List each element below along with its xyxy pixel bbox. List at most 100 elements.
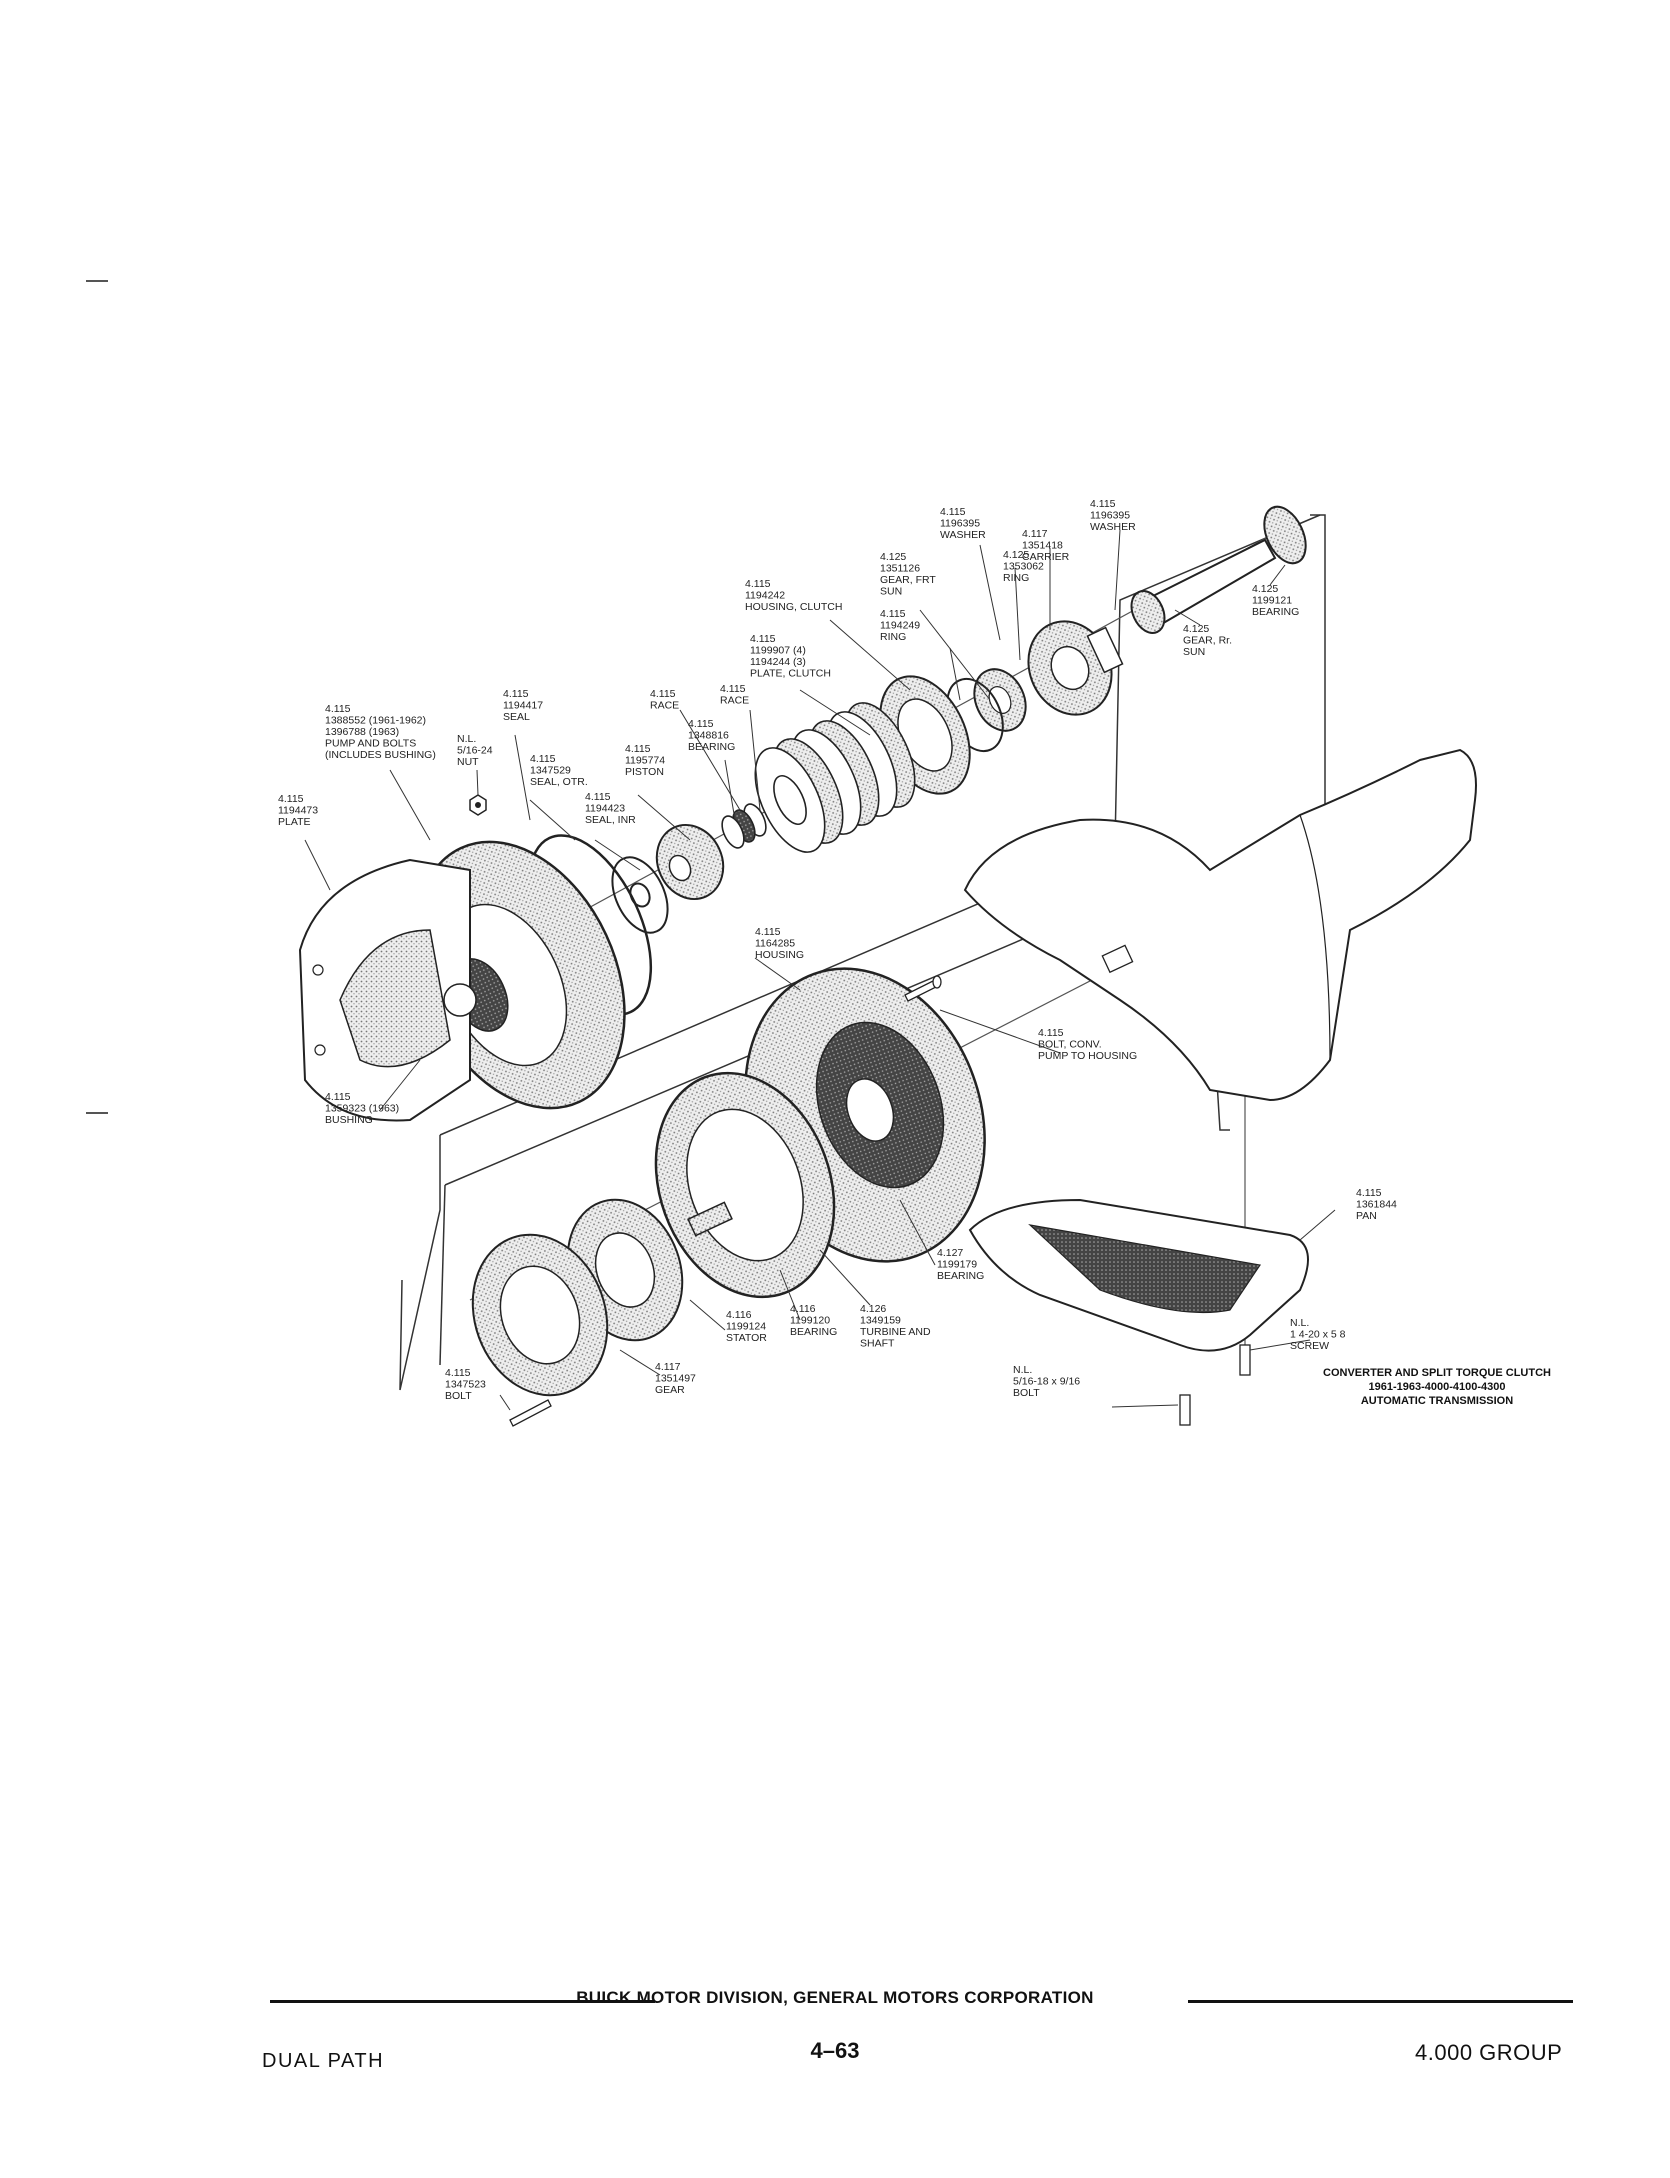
callout-line: SUN [880, 586, 902, 598]
callout-line: N.L. [457, 733, 476, 745]
callout-line: 1164285 [755, 938, 795, 950]
callout-line: SEAL [503, 711, 530, 723]
callout-line: 4.117 [655, 1361, 681, 1373]
footer-section-name: DUAL PATH [262, 2050, 385, 2072]
callout-line: PLATE, CLUTCH [750, 668, 831, 680]
scan-mark [86, 280, 108, 282]
callout-line: SCREW [1290, 1340, 1329, 1352]
callout-line: 1194423 [585, 803, 625, 815]
callout-line: 4.115 [1356, 1187, 1382, 1199]
nut [469, 794, 487, 816]
callout-line: SHAFT [860, 1338, 895, 1350]
footer-corporation: BUICK MOTOR DIVISION, GENERAL MOTORS COR… [576, 1988, 1094, 2007]
gear [471, 1233, 609, 1397]
callout-line: 1199179 [937, 1259, 977, 1271]
callout-line: 1351126 [880, 563, 920, 575]
callout-line: 4.125 [1183, 623, 1209, 635]
callout-line: 1347529 [530, 765, 571, 777]
footer-rule-right [1188, 2000, 1573, 2003]
callout-line: 4.127 [937, 1247, 963, 1259]
pan [968, 1198, 1309, 1352]
callout-line: GEAR, Rr. [1183, 635, 1232, 647]
callout-line: WASHER [940, 529, 986, 541]
pump-plate [298, 858, 477, 1122]
callout-line: BOLT [445, 1390, 472, 1402]
footer-page-number: 4–63 [810, 2038, 860, 2063]
callout-line: 4.115 [880, 608, 906, 620]
callout-line: HOUSING [755, 949, 804, 961]
callout-line: 4.115 [1090, 498, 1116, 510]
bolt-conv [904, 975, 942, 1002]
caption-line-1: CONVERTER AND SPLIT TORQUE CLUTCH [1323, 1367, 1551, 1379]
callout-line: 1199121 [1252, 595, 1292, 607]
callout-line: 1348816 [688, 730, 729, 742]
input-shaft [1130, 505, 1307, 634]
callout-line: 5/16-24 [457, 745, 493, 757]
callout-line: 4.116 [726, 1309, 752, 1321]
leader-lines [304, 529, 1336, 1411]
callout-line: SEAL, OTR. [530, 776, 588, 788]
callout-line: 1 4-20 x 5 8 [1290, 1329, 1346, 1341]
races-and-bearing [721, 803, 767, 849]
carrier [1027, 620, 1124, 716]
callout-line: 1347523 [445, 1379, 486, 1391]
footer-group: 4.000 GROUP [1415, 2040, 1563, 2065]
callout-line: 4.115 [530, 753, 556, 765]
callout-line: 4.125 [1252, 583, 1278, 595]
diagram-caption: CONVERTER AND SPLIT TORQUE CLUTCH 1961-1… [1323, 1367, 1551, 1407]
callout-line: 1353062 [1003, 561, 1044, 573]
callout-line: 1349159 [860, 1315, 901, 1327]
callout-line: 1194249 [880, 620, 920, 632]
callout-line: PUMP TO HOUSING [1038, 1050, 1137, 1062]
callout-line: 1194244 (3) [750, 656, 806, 668]
callout-line: 4.115 [720, 683, 746, 695]
callout-line: HOUSING, CLUTCH [745, 601, 842, 613]
callout-line: 4.115 [940, 506, 966, 518]
callout-line: 1359323 (1963) [325, 1103, 399, 1115]
callout-line: SEAL, INR [585, 814, 636, 826]
turbine [654, 1071, 836, 1299]
callout-line: 4.115 [688, 718, 714, 730]
callout-line: 4.115 [750, 633, 776, 645]
callout-line: N.L. [1013, 1364, 1032, 1376]
callout-line: RACE [650, 700, 679, 712]
callout-line: 4.115 [650, 688, 676, 700]
callout-line: 4.116 [790, 1303, 816, 1315]
callout-line: WASHER [1090, 521, 1136, 533]
callout-line: 4.115 [278, 793, 304, 805]
callout-line: RING [1003, 572, 1029, 584]
pan-fasteners [1179, 1344, 1251, 1426]
caption-line-2: 1961-1963-4000-4100-4300 [1368, 1381, 1505, 1393]
callout-line: RING [880, 631, 906, 643]
callout-line: SUN [1183, 646, 1205, 658]
callout-line: 4.115 [585, 791, 611, 803]
callout-line: 4.115 [625, 743, 651, 755]
callout-line: 4.117 [1022, 528, 1048, 540]
callout-line: 1194473 [278, 805, 318, 817]
callout-line: GEAR [655, 1384, 685, 1396]
callout-line: 1199124 [726, 1321, 766, 1333]
callout-line: BEARING [790, 1326, 837, 1338]
bolt [509, 1399, 552, 1427]
callout-line: 1396788 (1963) [325, 726, 399, 738]
